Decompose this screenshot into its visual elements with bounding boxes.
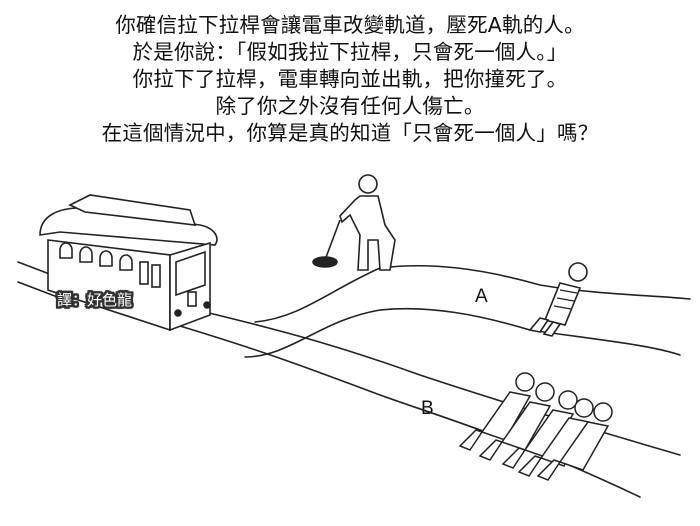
caption-line-1: 你確信拉下拉桿會讓電車改變軌道，壓死A軌的人。 [115, 13, 585, 37]
track-b-lower-rail [169, 322, 641, 498]
people-on-track-b-icon [458, 372, 613, 481]
lever-person-icon [312, 174, 396, 271]
person-on-track-a-icon [528, 262, 588, 337]
caption-line-4: 除了你之外沒有任何人傷亡。 [215, 94, 485, 118]
translator-credit: 譯：好色龍 [57, 291, 132, 309]
main-track-lower-rail [17, 281, 61, 299]
caption-line-3: 你拉下了拉桿，電車轉向並出軌，把你撞死了。 [132, 67, 568, 91]
caption-line-2: 於是你說：「假如我拉下拉桿，只會死一個人。」 [132, 40, 568, 64]
caption-line-5: 在這個情況中，你算是真的知道「只會死一個人」嗎？ [101, 121, 599, 145]
track-a-label: A [475, 286, 488, 307]
trolley-icon [39, 194, 218, 332]
track-a-lower-rail [244, 307, 681, 358]
caption: 你確信拉下拉桿會讓電車改變軌道，壓死A軌的人。 於是你說：「假如我拉下拉桿，只會… [0, 12, 700, 147]
track-a-upper-rail [254, 264, 691, 323]
track-b-upper-rail [204, 311, 681, 456]
track-b-label: B [421, 398, 434, 419]
